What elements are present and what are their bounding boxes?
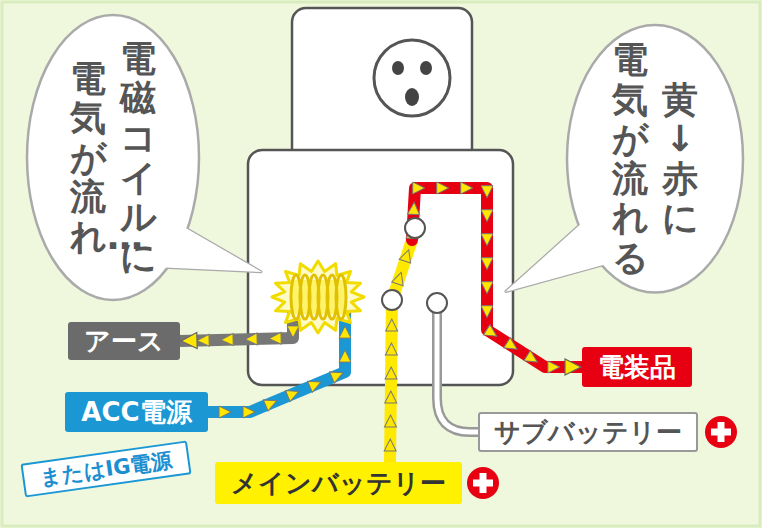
contact-terminal [427, 293, 447, 313]
label-text: サブバッテリー [494, 415, 682, 450]
label-text: またはIG電源 [38, 446, 174, 492]
relay-face [374, 40, 450, 116]
flow-arrow [413, 182, 425, 194]
flow-arrow [269, 332, 281, 344]
bubble-text: 黄↓赤に [662, 80, 698, 238]
flow-arrow [524, 351, 541, 368]
flow-arrow [483, 325, 500, 342]
label-box: サブバッテリー [478, 412, 698, 452]
bubble-outline [567, 25, 743, 293]
label-text: ACC電源 [81, 395, 191, 430]
bubble-text: 電気が流れる [612, 40, 648, 278]
contact-terminal [382, 290, 402, 310]
label-box: アース [68, 322, 180, 360]
label-text: アース [84, 324, 164, 359]
flow-arrow [481, 306, 493, 318]
label-box: 電装品 [582, 347, 692, 387]
electromagnetic-coil [291, 275, 346, 319]
plus-circle [467, 467, 499, 499]
plus-circle [705, 416, 737, 448]
flow-arrow [285, 386, 301, 402]
label-box: ACC電源 [65, 392, 208, 432]
flow-arrow [245, 333, 257, 345]
flow-arrow [385, 391, 397, 403]
plus-terminal-icon [704, 415, 738, 449]
note-box: またはIG電源 [20, 440, 191, 497]
flow-arrow [221, 334, 233, 346]
flow-arrow [219, 406, 231, 418]
flow-arrow [339, 326, 351, 338]
flow-arrow [339, 350, 351, 362]
arrowhead [181, 333, 197, 349]
plus-terminal-icon [466, 466, 500, 500]
flow-arrow [384, 415, 396, 427]
bubble-text: 電磁コイルに [120, 39, 156, 277]
flow-arrow [385, 343, 397, 355]
flow-arrow [481, 234, 493, 246]
bubble-tail [505, 212, 614, 292]
bubble-text: 電気が流れ… [70, 59, 106, 257]
label-text: 電装品 [598, 350, 676, 385]
flow-arrow [287, 326, 299, 338]
speech-bubble: 黄↓赤に電気が流れる [567, 25, 743, 293]
speech-bubble: 電磁コイルに電気が流れ… [27, 15, 199, 300]
flow-arrow [330, 367, 346, 383]
flow-arrow [385, 367, 397, 379]
plus-bar [480, 473, 487, 493]
coil-winding [336, 275, 346, 319]
flow-arrow [437, 182, 449, 194]
flow-arrow [481, 282, 493, 294]
flow-arrow [481, 186, 493, 198]
relay-socket [292, 8, 472, 173]
label-box: メインバッテリー [215, 462, 462, 504]
flow-arrow [481, 258, 493, 270]
sub-battery-wire [437, 313, 482, 432]
flow-arrow [308, 377, 324, 393]
plus-bar [718, 422, 725, 442]
flow-arrow [399, 248, 414, 263]
flow-arrow [386, 319, 398, 331]
flow-arrow [461, 182, 473, 194]
flow-arrow [548, 361, 560, 373]
arrowhead [565, 359, 581, 375]
sub-battery-wire-outline [437, 313, 482, 432]
flow-arrow [263, 395, 279, 411]
flow-arrow [197, 334, 209, 346]
coil-burst [272, 261, 364, 333]
flow-arrow [504, 338, 521, 355]
flow-arrow [392, 271, 407, 286]
relay-eye [420, 61, 432, 75]
label-text: メインバッテリー [231, 466, 446, 501]
flow-arrow [408, 202, 421, 215]
flow-arrow [384, 439, 396, 451]
flow-arrow [481, 210, 493, 222]
flow-arrow [243, 406, 255, 418]
bubble-tail-fill [505, 212, 614, 292]
relay-mouth [405, 88, 419, 106]
contact-terminal [405, 218, 425, 238]
relay-eye [392, 61, 404, 75]
bubble-outline [27, 15, 199, 300]
